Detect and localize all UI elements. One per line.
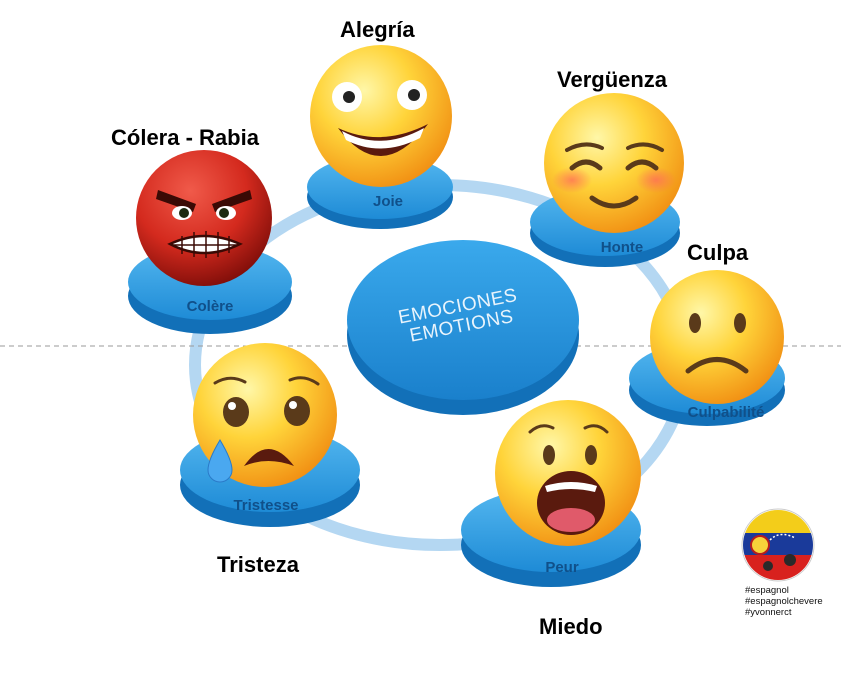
angry-red-face-icon [136,150,272,286]
emotion-es-title-colera-rabia: Cólera - Rabia [111,125,259,150]
laughing-face-icon [310,45,452,187]
emotion-fr-label: Tristesse [233,497,298,514]
emotion-node-peur: Peur [461,400,641,587]
emotion-node-honte: Honte [530,93,684,267]
hashtag: #yvonnerct [745,607,792,618]
blushing-smile-face-icon [544,93,684,233]
emotion-es-title-miedo: Miedo [539,614,603,639]
screaming-face-icon [495,400,641,546]
emotion-es-title-tristeza: Tristeza [217,552,299,577]
emotion-es-title-alegria: Alegría [340,17,415,42]
hashtag: #espagnolchevere [745,596,823,607]
emotion-es-title-culpa: Culpa [687,240,749,265]
emotion-fr-label: Colère [187,298,234,315]
emotion-node-colere: Colère [128,150,292,334]
frowning-face-icon [650,270,784,404]
emotion-fr-label: Peur [545,559,579,576]
sad-tear-face-icon [193,343,337,487]
emotion-node-tristesse: Tristesse [180,343,360,527]
hashtag: #espagnol [745,585,789,596]
emotion-node-culpabilite: Culpabilité [629,270,785,426]
emotion-node-joie: Joie [307,45,453,229]
emotion-fr-label: Culpabilité [688,404,765,421]
espagnol-chevere-logo [741,508,815,582]
emotion-fr-label: Honte [601,239,644,256]
hashtag-list: #espagnol #espagnolchevere #yvonnerct [745,585,823,618]
emotion-es-title-verguenza: Vergüenza [557,67,668,92]
emotion-fr-label: Joie [373,193,403,210]
center-disc: EMOCIONES EMOTIONS [347,240,579,415]
